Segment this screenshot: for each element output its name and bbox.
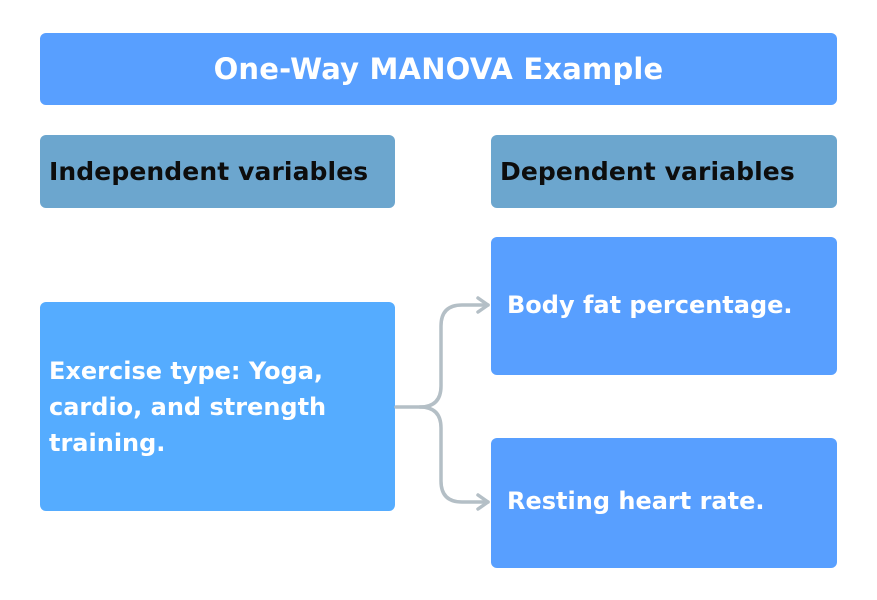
dependent-variables-header-label: Dependent variables: [500, 157, 795, 186]
independent-variable-label: Exercise type: Yoga, cardio, and strengt…: [49, 356, 327, 457]
independent-variables-header: Independent variables: [40, 135, 395, 208]
arrowhead-body-fat-icon: [476, 296, 490, 314]
dependent-variable-node-heart-rate: Resting heart rate.: [491, 438, 837, 568]
dependent-variable-node-body-fat: Body fat percentage.: [491, 237, 837, 375]
diagram-title: One-Way MANOVA Example: [213, 52, 664, 86]
dependent-variable-label-heart-rate: Resting heart rate.: [507, 487, 765, 515]
dependent-variable-label-body-fat: Body fat percentage.: [507, 291, 793, 319]
independent-variable-node: Exercise type: Yoga, cardio, and strengt…: [40, 302, 395, 511]
diagram-title-box: One-Way MANOVA Example: [40, 33, 837, 105]
connector-to-body-fat: [394, 303, 490, 409]
arrowhead-heart-rate-icon: [476, 493, 490, 511]
dependent-variables-header: Dependent variables: [491, 135, 837, 208]
connector-to-heart-rate: [418, 405, 490, 504]
independent-variables-header-label: Independent variables: [49, 157, 369, 186]
